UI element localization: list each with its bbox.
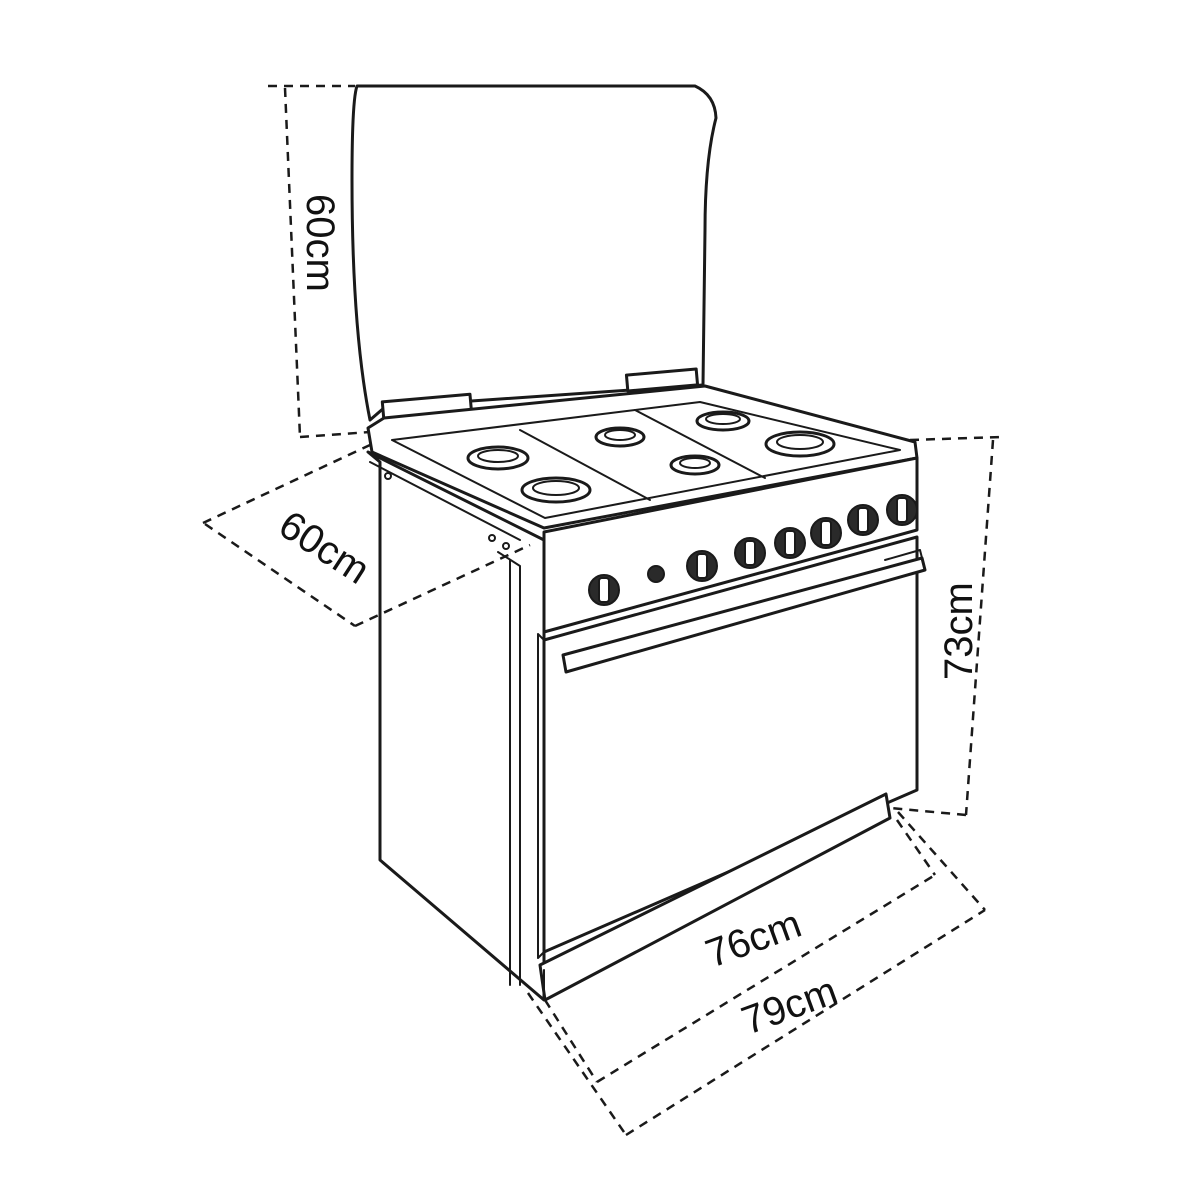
knob-grip bbox=[744, 540, 756, 566]
cooktop-inner bbox=[391, 401, 901, 519]
cooktop-dividers bbox=[519, 409, 766, 501]
door-handle-top bbox=[884, 549, 923, 561]
knob-grip bbox=[896, 497, 908, 523]
knob-grip bbox=[857, 507, 869, 533]
width-dimension bbox=[543, 819, 937, 1084]
screw bbox=[488, 534, 496, 542]
height-dimension bbox=[889, 435, 1003, 817]
door-handle bbox=[561, 556, 927, 674]
burner bbox=[604, 429, 636, 441]
oven-door-bevel bbox=[537, 633, 545, 959]
burner bbox=[679, 457, 711, 469]
inner-width-label: 76cm bbox=[700, 902, 807, 977]
ignition-button bbox=[647, 565, 665, 583]
burner bbox=[477, 449, 519, 463]
burner bbox=[776, 434, 824, 450]
backsplash-height-dimension bbox=[268, 84, 371, 439]
screw bbox=[502, 542, 510, 550]
right-hinge bbox=[624, 367, 700, 393]
burner bbox=[705, 413, 741, 425]
knob-grip bbox=[820, 520, 832, 546]
backsplash-height-label: 60cm bbox=[298, 194, 342, 292]
knob-grip bbox=[784, 530, 796, 556]
side-panel bbox=[366, 450, 546, 1002]
screw bbox=[384, 472, 392, 480]
control-panel bbox=[542, 456, 919, 634]
burner bbox=[532, 480, 580, 496]
burners bbox=[466, 410, 836, 504]
knob-grip bbox=[696, 553, 708, 579]
knobs bbox=[588, 494, 918, 606]
depth-dimension bbox=[202, 443, 531, 628]
knob-grip bbox=[598, 577, 610, 603]
backsplash-lid bbox=[350, 84, 718, 422]
height-label: 73cm bbox=[937, 582, 981, 680]
outer-width-dimension bbox=[526, 811, 986, 1137]
